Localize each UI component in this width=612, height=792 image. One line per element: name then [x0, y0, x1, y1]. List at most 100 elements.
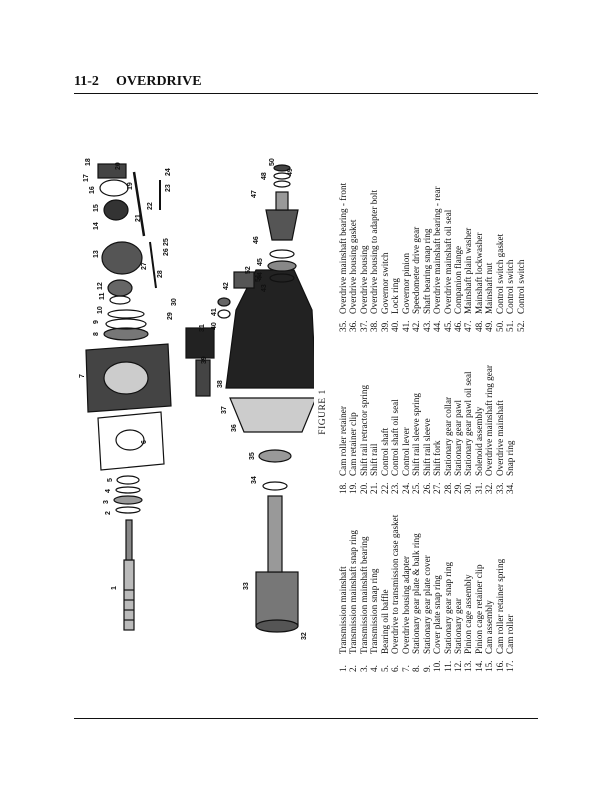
svg-text:43: 43: [261, 284, 268, 292]
svg-text:36: 36: [231, 424, 238, 432]
svg-text:45: 45: [257, 258, 264, 266]
svg-text:10: 10: [97, 306, 104, 314]
svg-text:51: 51: [255, 274, 262, 282]
svg-text:42: 42: [223, 282, 230, 290]
parts-list-item: 22.Control shaft: [379, 427, 390, 494]
parts-list-item: 46.Companion flange: [452, 245, 463, 332]
svg-text:37: 37: [221, 406, 228, 414]
svg-text:19: 19: [127, 182, 134, 190]
parts-list-item: 40.Lock ring: [390, 278, 401, 332]
svg-text:49: 49: [287, 168, 294, 176]
svg-text:41: 41: [211, 308, 218, 316]
parts-list-item: 50.Control switch gasket: [494, 233, 505, 332]
parts-list-item: 9.Stationary gear plate cover: [421, 555, 432, 672]
svg-text:25: 25: [163, 238, 170, 246]
svg-text:27: 27: [141, 262, 148, 270]
header-rule: [74, 93, 538, 94]
parts-list-item: 25.Shift rail sleeve spring: [411, 393, 422, 494]
parts-list-item: 5.Bearing oil baffle: [379, 589, 390, 672]
parts-list-item: 11.Stationary gear snap ring: [442, 561, 453, 672]
parts-list-item: 27.Shift fork: [432, 440, 443, 494]
svg-text:11: 11: [99, 292, 106, 300]
svg-text:40: 40: [211, 322, 218, 330]
parts-list-item: 41.Governor pinion: [400, 253, 411, 332]
parts-list-item: 51.Control switch: [505, 259, 516, 332]
svg-text:24: 24: [165, 168, 172, 176]
svg-text:14: 14: [93, 222, 100, 230]
svg-text:28: 28: [157, 270, 164, 278]
svg-text:33: 33: [243, 582, 250, 590]
parts-list-item: 10.Cover plate snap ring: [432, 575, 443, 672]
figure-caption: FIGURE 1: [318, 389, 328, 435]
svg-text:13: 13: [93, 250, 100, 258]
parts-list-item: 16.Cam roller retainer spring: [494, 558, 505, 672]
svg-text:30: 30: [171, 298, 178, 306]
svg-text:3: 3: [103, 500, 110, 504]
svg-text:38: 38: [217, 380, 224, 388]
svg-text:23: 23: [165, 184, 172, 192]
parts-list-item: 38.Overdrive housing to adapter bolt: [369, 190, 380, 332]
parts-list-item: 21.Shift rail: [369, 443, 380, 494]
parts-list-item: 36.Overdrive housing gasket: [348, 219, 359, 332]
svg-text:35: 35: [249, 452, 256, 460]
parts-list-column-3: 35.Overdrive mainshaft bearing - front 3…: [338, 152, 526, 332]
page-number: 11-2: [74, 74, 99, 89]
svg-text:20: 20: [115, 162, 122, 170]
parts-list-item: 42.Speedometer drive gear: [411, 226, 422, 332]
svg-text:21: 21: [135, 214, 142, 222]
svg-text:39: 39: [201, 356, 208, 364]
parts-list-item: 13.Pinion cage assembly: [463, 574, 474, 672]
svg-text:29: 29: [167, 312, 174, 320]
svg-text:12: 12: [97, 282, 104, 290]
parts-list-item: 4.Transmission snap ring: [369, 568, 380, 672]
section-title: OVERDRIVE: [116, 74, 202, 89]
parts-list-item: 28.Stationary gear collar: [442, 396, 453, 494]
parts-list-item: 48.Mainshaft lockwasher: [473, 232, 484, 332]
svg-text:5: 5: [107, 478, 114, 482]
part-overdrive-mainshaft: [255, 495, 299, 633]
parts-list-item: 49.Mainshaft nut: [484, 262, 495, 332]
parts-list-item: 24.Control lever: [400, 427, 411, 494]
parts-list-item: 44.Overdrive mainshaft bearing - rear: [432, 186, 443, 332]
parts-list-item: 6.Overdrive to transmission case gasket: [390, 514, 401, 672]
svg-text:6: 6: [141, 440, 148, 444]
parts-list-item: 31.Solenoid assembly: [473, 406, 484, 494]
svg-text:8: 8: [93, 332, 100, 336]
parts-list-item: 33.Overdrive mainshaft: [494, 400, 505, 494]
parts-list-item: 17.Cam roller: [505, 614, 516, 672]
parts-list-item: 23.Control shaft oil seal: [390, 399, 401, 494]
parts-list-item: 35.Overdrive mainshaft bearing - front: [338, 182, 348, 332]
parts-list-item: 32.Overdrive mainshaft ring gear: [484, 365, 495, 494]
footer-rule: [74, 718, 538, 719]
parts-list-item: 19.Cam retainer clip: [348, 412, 359, 494]
svg-text:7: 7: [79, 374, 86, 378]
svg-text:52: 52: [245, 266, 252, 274]
parts-list-item: 14.Pinion cage retainer clip: [473, 564, 484, 672]
svg-text:15: 15: [93, 204, 100, 212]
parts-list-item: 37.Overdrive housing: [358, 245, 369, 332]
parts-list-column-2: 18.Cam roller retainer 19.Cam retainer c…: [338, 324, 516, 494]
svg-text:32: 32: [301, 632, 308, 640]
parts-list-item: 47.Mainshaft plain washer: [463, 227, 474, 332]
parts-list-item: 12.Stationary gear: [452, 598, 463, 672]
parts-list-item: 3.Transmission mainshaft bearing: [358, 536, 369, 672]
parts-list-item: 20.Shift rail retractor spring: [358, 384, 369, 494]
parts-list-item: 43.Shaft bearing snap ring: [421, 228, 432, 332]
svg-text:44: 44: [257, 272, 264, 280]
svg-text:4: 4: [105, 489, 112, 493]
parts-list-item: 30.Stationary gear pawl oil seal: [463, 371, 474, 494]
svg-text:26: 26: [163, 248, 170, 256]
part-mainshaft: [123, 519, 135, 631]
parts-list-item: 52.Control switch: [515, 259, 526, 332]
parts-list-item: 34.Snap ring: [505, 440, 516, 494]
parts-list-item: 8.Stationary gear plate & balk ring: [411, 533, 422, 672]
parts-list-item: 7.Overdrive housing adapter: [400, 556, 411, 672]
svg-text:47: 47: [251, 190, 258, 198]
svg-text:1: 1: [111, 586, 118, 590]
parts-list-item: 2.Transmission mainshaft snap ring: [348, 530, 359, 672]
svg-text:2: 2: [105, 511, 112, 515]
parts-list-item: 1.Transmission mainshaft: [338, 566, 348, 672]
svg-text:22: 22: [147, 202, 154, 210]
